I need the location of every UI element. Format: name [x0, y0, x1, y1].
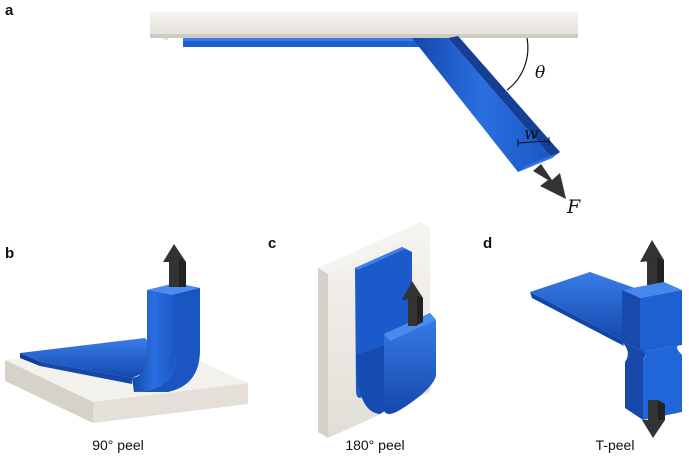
panel-a-peel-geometry: w θ F	[150, 12, 581, 218]
panel-label-d: d	[483, 235, 493, 252]
panel-a-force-arrow	[533, 164, 566, 199]
panel-c-180-peel	[318, 222, 436, 438]
panel-d-upper-leg	[622, 282, 682, 352]
panel-d-bottom-pull-arrow	[642, 400, 665, 438]
panel-d-top-pull-arrow	[640, 240, 664, 290]
panel-c-pull-arrow	[402, 281, 423, 326]
panel-a-angle-arc	[506, 37, 529, 91]
panel-b-bonded-tape	[20, 338, 168, 384]
caption-t-peel: T-peel	[595, 437, 635, 453]
panel-c-peeled-arm	[356, 313, 436, 414]
panel-a-force-symbol: F	[566, 196, 581, 218]
panel-a-width-marker	[517, 137, 550, 147]
panel-b-pull-arrow	[163, 244, 186, 287]
panel-label-a: a	[5, 2, 14, 19]
panel-label-c: c	[268, 235, 277, 252]
panel-d-t-peel	[530, 240, 682, 438]
panel-a-angle-symbol: θ	[535, 63, 545, 83]
panel-a-substrate	[150, 12, 578, 40]
panel-label-b: b	[5, 245, 15, 262]
panel-b-peeled-arm	[132, 283, 200, 392]
panel-d-bonded-region	[530, 272, 640, 346]
panel-a-width-symbol: w	[524, 124, 539, 144]
panel-b-90-peel	[5, 244, 248, 423]
caption-90-peel: 90° peel	[92, 437, 144, 453]
caption-180-peel: 180° peel	[345, 437, 405, 453]
panel-a-peeled-arm	[412, 36, 560, 172]
